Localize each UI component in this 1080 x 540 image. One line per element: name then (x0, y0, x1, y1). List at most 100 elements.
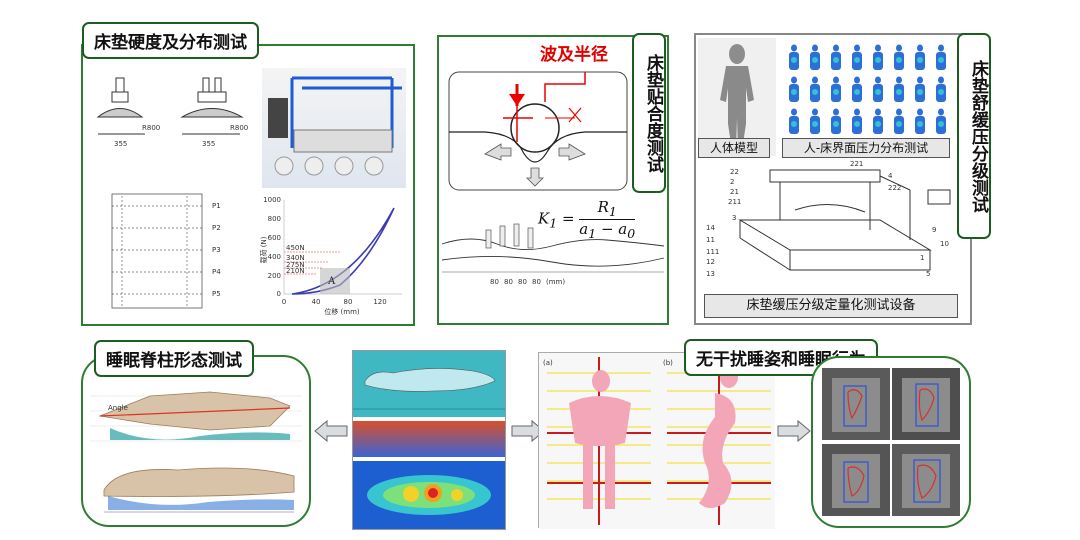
arrow-left-icon (314, 419, 348, 443)
svg-text:P1: P1 (212, 202, 221, 210)
svg-text:P4: P4 (212, 268, 221, 276)
pressure-figure (789, 76, 799, 102)
spine-plot-top: Angle (90, 391, 302, 442)
spine-plot-bottom (103, 467, 295, 513)
pressure-map-image (780, 38, 956, 138)
posture-label-a: (a) (543, 359, 553, 367)
posture-label-b: (b) (663, 359, 673, 367)
svg-text:21: 21 (730, 188, 739, 196)
pressure-figure (789, 44, 799, 70)
svg-text:80: 80 (532, 278, 541, 286)
svg-text:P2: P2 (212, 224, 221, 232)
svg-text:40: 40 (312, 298, 321, 306)
load-displacement-chart: 0 200 400 600 800 1000 0 40 80 120 位移 (m… (259, 196, 402, 316)
svg-text:A: A (327, 276, 336, 287)
relief-device-diagram: 221 22 4 2 222 21 211 3 9 14 10 11 111 1… (706, 160, 951, 278)
svg-text:3: 3 (732, 214, 736, 222)
pressure-figure (894, 108, 904, 134)
svg-text:14: 14 (706, 224, 715, 232)
pressure-figure (852, 44, 862, 70)
pressure-figure (831, 76, 841, 102)
pressure-figure (873, 76, 883, 102)
formula: K1 = R1 a1 − a0 (538, 198, 636, 241)
svg-text:80: 80 (518, 278, 527, 286)
svg-text:275N: 275N (286, 261, 305, 269)
pressure-figure (936, 108, 946, 134)
svg-text:80: 80 (490, 278, 499, 286)
svg-text:0: 0 (277, 290, 281, 298)
svg-text:22: 22 (730, 168, 739, 176)
test-rig-photo (262, 68, 406, 188)
spine-title: 睡眠脊柱形态测试 (94, 340, 254, 377)
svg-text:80: 80 (504, 278, 513, 286)
spread-radius-label: 波及半径 (540, 45, 608, 65)
pressure-figure (915, 108, 925, 134)
body-model-caption: 人体模型 (698, 138, 770, 158)
svg-text:600: 600 (268, 234, 281, 242)
svg-text:P5: P5 (212, 290, 221, 298)
pressure-simulation-image (352, 350, 506, 530)
pressure-figure (936, 76, 946, 102)
svg-text:1000: 1000 (263, 196, 281, 204)
svg-text:210N: 210N (286, 267, 305, 275)
svg-text:(mm): (mm) (546, 278, 565, 286)
pressure-figure (915, 44, 925, 70)
pressure-figure (873, 108, 883, 134)
pressure-figure (810, 108, 820, 134)
pressure-figure (789, 108, 799, 134)
pressure-figure (831, 44, 841, 70)
svg-text:211: 211 (728, 198, 741, 206)
dim-right-radius: R800 (230, 124, 248, 132)
pressure-figure (810, 44, 820, 70)
svg-text:200: 200 (268, 272, 281, 280)
svg-text:10: 10 (940, 240, 949, 248)
svg-text:450N: 450N (286, 244, 305, 252)
svg-text:111: 111 (706, 248, 719, 256)
relief-title: 床垫舒缓压分级测试 (957, 33, 991, 239)
wave-profile-diagram: 80 80 80 80 (mm) (441, 223, 665, 286)
pressure-figure (894, 44, 904, 70)
svg-text:2: 2 (730, 178, 734, 186)
svg-text:5: 5 (926, 270, 930, 278)
arrow-right-icon (777, 419, 811, 443)
svg-text:11: 11 (706, 236, 715, 244)
conformity-diagram (448, 71, 628, 191)
posture-maps-image: (a) (b) (538, 352, 775, 529)
dim-right-width: 355 (202, 140, 215, 148)
conformity-title: 床垫贴合度测试 (632, 33, 666, 193)
svg-text:12: 12 (706, 258, 715, 266)
arrow-right-icon (511, 419, 545, 443)
svg-text:9: 9 (932, 226, 936, 234)
hardness-title: 床垫硬度及分布测试 (82, 22, 259, 59)
pressure-figure (852, 108, 862, 134)
dim-left-radius: R800 (142, 124, 160, 132)
svg-text:80: 80 (344, 298, 353, 306)
chart-ylabel: 载荷 (N) (259, 236, 268, 263)
svg-text:0: 0 (282, 298, 286, 306)
pressure-figure (873, 44, 883, 70)
dim-left-width: 355 (114, 140, 127, 148)
svg-text:222: 222 (888, 184, 901, 192)
svg-text:120: 120 (373, 298, 386, 306)
pressure-figure (852, 76, 862, 102)
pressure-figure (915, 76, 925, 102)
pressure-figure (936, 44, 946, 70)
body-model-image (698, 38, 776, 156)
sleep-video-frames (822, 368, 960, 516)
svg-text:340N: 340N (286, 254, 305, 262)
svg-text:221: 221 (850, 160, 863, 168)
chart-xlabel: 位移 (mm) (324, 307, 360, 316)
pressure-figure (894, 76, 904, 102)
svg-text:1: 1 (920, 254, 924, 262)
svg-text:P3: P3 (212, 246, 221, 254)
svg-text:13: 13 (706, 270, 715, 278)
indenter-diagram: R800 R800 355 355 (96, 77, 248, 148)
svg-text:800: 800 (268, 215, 281, 223)
angle-label: Angle (108, 404, 128, 412)
pressure-map-caption: 人-床界面压力分布测试 (782, 138, 950, 158)
relief-device-caption: 床垫缓压分级定量化测试设备 (704, 294, 958, 318)
pressure-figure (831, 108, 841, 134)
pressure-figure (810, 76, 820, 102)
svg-text:400: 400 (268, 253, 281, 261)
